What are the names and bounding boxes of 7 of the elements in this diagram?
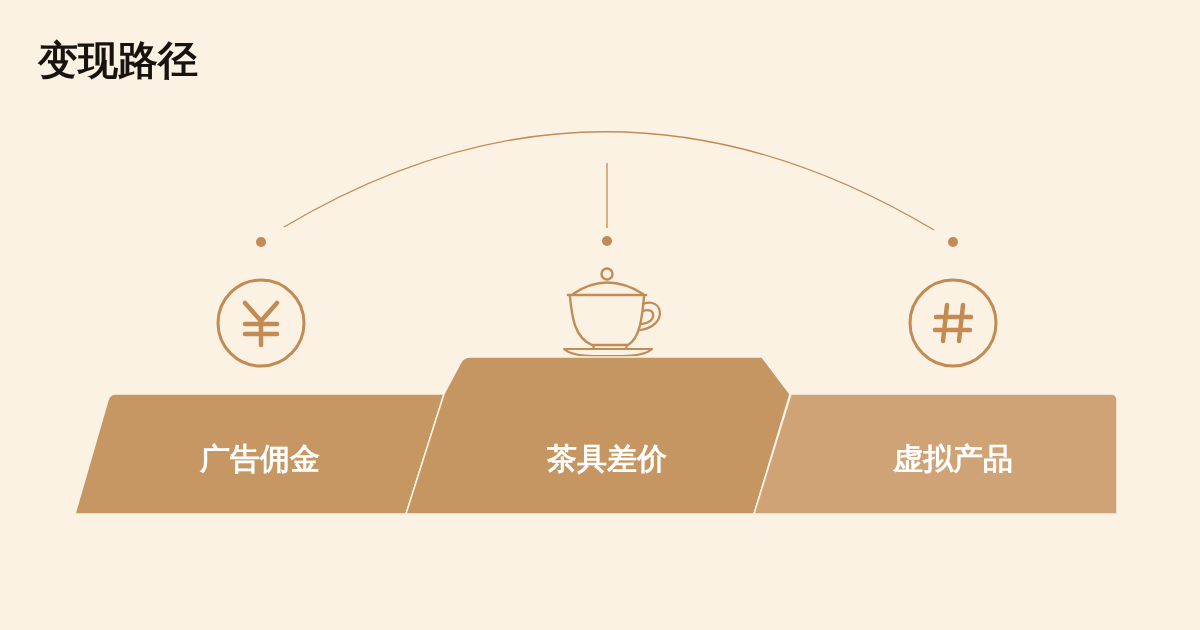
- platform-block: [405, 356, 792, 515]
- platform-label: 虚拟产品: [893, 441, 1013, 477]
- platform-block: [74, 393, 446, 515]
- platform-label: 茶具差价: [547, 441, 667, 477]
- page-title: 变现路径: [38, 36, 198, 85]
- platform-block: [753, 393, 1118, 515]
- platform-label: 广告佣金: [200, 441, 320, 477]
